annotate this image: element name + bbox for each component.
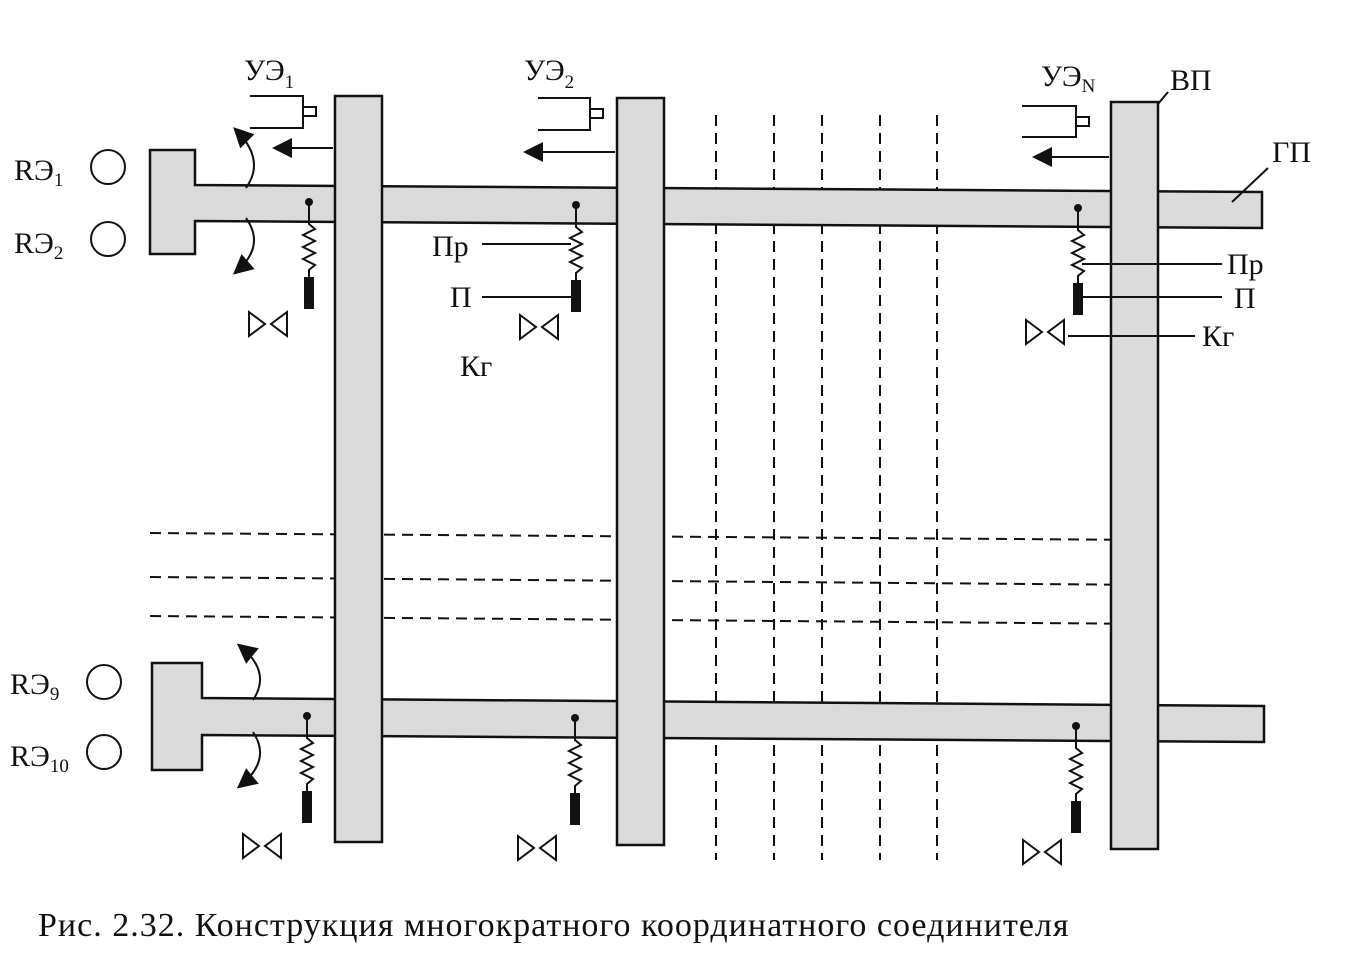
vertical-bar-1	[333, 94, 384, 844]
select-element-1	[90, 149, 126, 185]
label-contact-group-left: Кг	[460, 350, 492, 383]
vertical-bar-2	[615, 96, 666, 847]
leader-lines	[482, 91, 1269, 337]
control-element-1	[250, 95, 333, 158]
rotation-arrows-top	[232, 127, 255, 275]
label-horizontal-bar: ГП	[1272, 136, 1311, 169]
label-spring-right: Пр	[1227, 248, 1264, 281]
label-contact-group-right: Кг	[1202, 320, 1234, 353]
label-control-element-2: УЭ2	[524, 54, 574, 93]
label-select-element-2: RЭ2	[14, 227, 63, 264]
contact-assembly-10-2	[517, 714, 584, 862]
label-vertical-bar: ВП	[1170, 64, 1212, 97]
select-element-2	[90, 221, 126, 257]
select-element-10	[86, 734, 122, 770]
label-select-element-1: RЭ1	[14, 154, 63, 191]
label-select-element-9: RЭ9	[10, 668, 59, 705]
label-select-element-10: RЭ10	[10, 740, 69, 777]
control-element-2	[523, 97, 615, 162]
contact-assembly-1-n	[1025, 204, 1087, 346]
label-pusher-left: П	[450, 281, 472, 314]
contact-assembly-1-1	[248, 198, 318, 338]
label-pusher-right: П	[1234, 282, 1256, 315]
label-control-element-n: УЭN	[1041, 60, 1096, 97]
vertical-bar-n	[1109, 100, 1160, 851]
horizontal-bar-top	[148, 148, 1264, 256]
control-element-n	[1022, 105, 1109, 167]
rotation-arrows-bottom	[236, 643, 261, 789]
horizontal-bar-bottom	[150, 661, 1266, 772]
label-control-element-1: УЭ1	[244, 54, 294, 93]
label-spring-left: Пр	[432, 230, 469, 263]
contact-assembly-10-n	[1022, 722, 1085, 866]
figure-caption: Рис. 2.32. Конструкция многократного коо…	[38, 907, 1070, 944]
contact-assembly-1-2	[519, 201, 585, 341]
select-element-9	[86, 664, 122, 700]
contact-assembly-10-1	[242, 712, 316, 860]
